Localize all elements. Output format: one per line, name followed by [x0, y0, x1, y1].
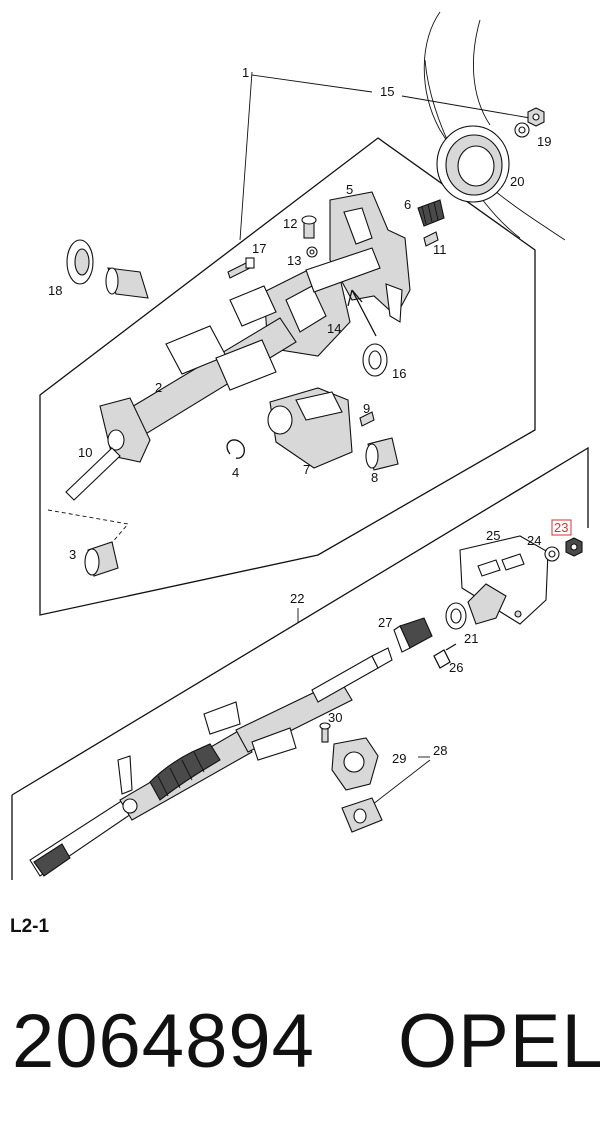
part-22-steering-gear	[29, 647, 393, 877]
part-13-washer	[306, 246, 318, 258]
lower-assembly-frame	[11, 446, 589, 880]
part-18-bushing	[105, 267, 149, 299]
callout-10: 10	[78, 445, 92, 460]
callout-17: 17	[252, 241, 266, 256]
callout-2: 2	[155, 380, 162, 395]
callout-15: 15	[380, 84, 394, 99]
part-10-lower-bracket	[65, 397, 151, 501]
part-29-clamp	[331, 737, 379, 791]
callout-29: 29	[392, 751, 406, 766]
callout-3: 3	[69, 547, 76, 562]
callout-16: 16	[392, 366, 406, 381]
callout-6: 6	[404, 197, 411, 212]
callout-1: 1	[242, 65, 249, 80]
part-12-bolt	[301, 215, 317, 239]
part-21-grommet	[445, 583, 507, 630]
callout-30: 30	[328, 710, 342, 725]
part-24-washer	[544, 546, 560, 562]
part-25-cover-plate	[459, 535, 549, 625]
part-15-nut	[527, 107, 545, 127]
callout-27: 27	[378, 615, 392, 630]
callout-28: 28	[433, 743, 447, 758]
parts-diagram: 1 2 3 4 5 6 7 8 9 10 11 12 13 14 15 16 1…	[11, 11, 589, 880]
part-18-seal	[66, 239, 94, 285]
part-20-seal-ring	[436, 125, 510, 203]
callout-22: 22	[290, 591, 304, 606]
part-2-column-tube	[109, 285, 297, 447]
part-26-clip	[433, 643, 457, 669]
part-6-spring	[417, 199, 445, 227]
part-27-damper-block	[393, 617, 433, 653]
part-8-bushing	[365, 437, 399, 471]
part-30-bolt	[319, 722, 331, 743]
part-16-ring	[362, 343, 388, 377]
part-4-clip	[226, 439, 246, 459]
callout-20: 20	[510, 174, 524, 189]
part-3-bushing	[84, 541, 119, 577]
callout-9: 9	[363, 401, 370, 416]
callout-4: 4	[232, 465, 239, 480]
part-28-bracket	[341, 797, 383, 833]
part-7-lock-housing	[267, 387, 353, 469]
callout-19: 19	[537, 134, 551, 149]
callout-25: 25	[486, 528, 500, 543]
callout-26: 26	[449, 660, 463, 675]
callout-11: 11	[433, 242, 447, 257]
callout-24: 24	[527, 533, 541, 548]
callout-13: 13	[287, 253, 301, 268]
callout-5: 5	[346, 182, 353, 197]
callout-23: 23	[554, 520, 568, 535]
callout-12: 12	[283, 216, 297, 231]
part-9-pin	[359, 411, 375, 427]
callout-8: 8	[371, 470, 378, 485]
callout-14: 14	[327, 321, 341, 336]
upper-assembly-frame	[39, 137, 536, 616]
callout-21: 21	[464, 631, 478, 646]
brand-name: OPEL	[398, 999, 600, 1084]
dashboard-outline	[423, 11, 566, 241]
section-code: L2-1	[10, 916, 50, 937]
part-11-pin	[423, 231, 439, 247]
part-number: 2064894	[12, 999, 315, 1084]
callout-18: 18	[48, 283, 62, 298]
part-17-screw	[227, 257, 255, 279]
part-23-nut	[565, 537, 583, 557]
callout-7: 7	[303, 462, 310, 477]
assembly-arrow	[347, 289, 377, 337]
callout-23-highlight-box	[551, 519, 572, 536]
part-19-washer	[514, 122, 530, 138]
